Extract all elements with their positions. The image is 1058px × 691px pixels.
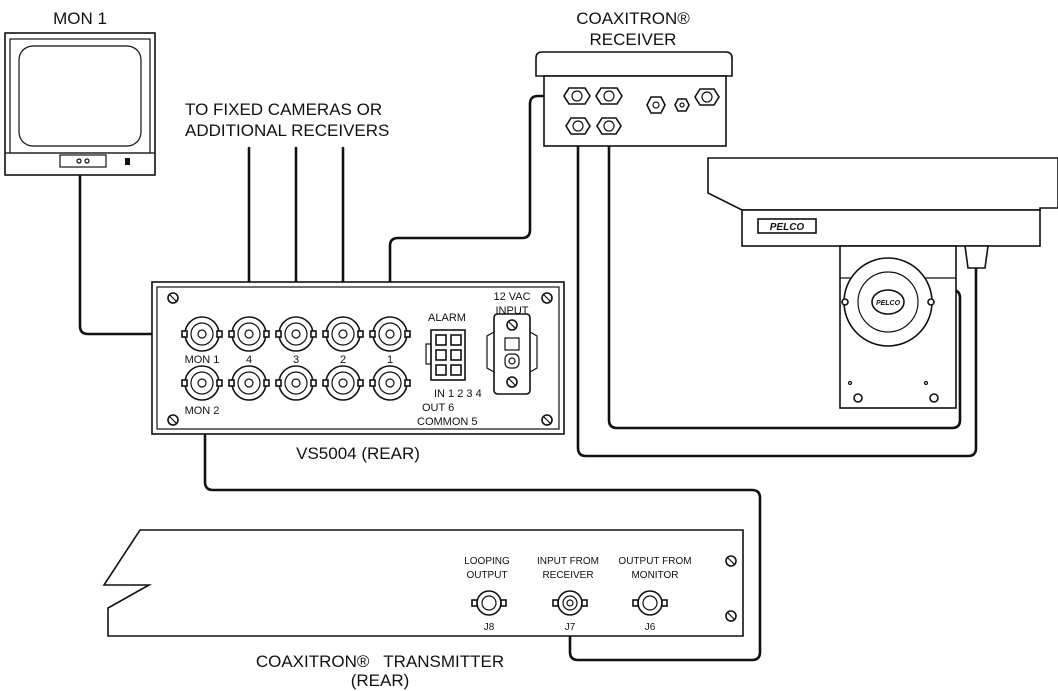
pelco-dome-label: PELCO [876,300,901,307]
alarm-out-label: OUT 6 [422,402,454,414]
cameras-label-line2: ADDITIONAL RECEIVERS [185,121,389,140]
screw [725,610,737,622]
receiver-fitting [674,98,690,112]
pelco-plate [757,218,817,234]
transmitter-panel [102,529,744,637]
input-label-line1: INPUT FROM [537,556,599,567]
monitor-label: MON 1 [53,9,107,28]
pelco-dome-badge [871,289,905,315]
receiver-fitting [565,117,591,135]
bnc-jack-loop-1 [369,365,411,401]
bnc-jack-loop-2 [322,365,364,401]
screw [929,393,939,403]
monitor-knob [76,158,82,164]
monitor: MON 1 [4,9,156,176]
receiver-fitting [563,87,591,105]
jack-label-j8: J8 [484,622,495,633]
receiver-fitting [646,96,666,114]
screw [167,292,179,304]
monitor-case [4,32,156,176]
alarm-connector [425,329,466,381]
bnc-jack-input-4 [228,316,270,352]
camera-housing: PELCO PELCO [707,157,1058,409]
cable-mon2-to-transmitter [203,384,762,662]
screw [541,292,553,304]
looping-label-line1: LOOPING [464,556,510,567]
housing-stem [964,245,989,269]
receiver-fitting [596,117,622,135]
bnc-jack-loop-4 [228,365,270,401]
screw [541,414,553,426]
bnc-jack-input-1 [369,316,411,352]
monitor-screen [18,45,142,147]
vs5004-panel: MON 1 4 3 2 1 MON 2 ALARM IN 1 2 3 4 OUT… [151,281,565,463]
screw [725,555,737,567]
power-connector [486,313,538,395]
receiver-lid [535,51,733,77]
transmitter-title-line1: COAXITRON® TRANSMITTER [256,652,504,671]
alarm-in-label: IN 1 2 3 4 [434,388,482,400]
alarm-label: ALARM [428,312,466,324]
jack-label-j7: J7 [565,622,576,633]
cables [78,94,978,662]
coaxitron-receiver: COAXITRON® RECEIVER [535,9,733,147]
jack-label-2: 2 [340,354,346,366]
bnc-jack-mon2 [181,365,223,401]
looping-label-line2: OUTPUT [466,570,507,581]
jack-label-1: 1 [387,354,393,366]
cable-mon1 [78,174,198,336]
vs5004-inner [156,286,560,430]
bnc-jack-j8 [471,590,507,616]
cable-receiver-to-camera-a [576,130,978,458]
bnc-jack-j7 [552,590,588,616]
input-label-line2: RECEIVER [542,570,593,581]
transmitter-title-line2: (REAR) [351,671,410,690]
jack-label-mon2: MON 2 [185,405,220,417]
screw [853,393,863,403]
output-label-line1: OUTPUT FROM [618,556,691,567]
vs5004-title: VS5004 (REAR) [296,444,420,463]
bnc-jack-input-2 [322,316,364,352]
bnc-jack-j6 [632,590,668,616]
receiver-fitting [595,87,623,105]
receiver-label-line1: COAXITRON® [576,9,690,28]
monitor-control-panel [59,154,107,168]
bnc-jack-input-3 [275,316,317,352]
pelco-plate-label: PELCO [770,222,805,233]
output-label-line2: MONITOR [631,570,678,581]
housing-top [707,157,1058,211]
monitor-knob [84,158,90,164]
monitor-power-switch [125,158,130,165]
receiver-body [543,75,727,147]
bnc-jack-loop-3 [275,365,317,401]
vac-label-line1: 12 VAC [493,291,530,303]
bnc-jack-mon1 [181,316,223,352]
cable-input-1-to-receiver [388,94,574,320]
receiver-label-line2: RECEIVER [590,30,677,49]
jack-label-mon1: MON 1 [185,354,220,366]
screw [167,414,179,426]
jack-label-3: 3 [293,354,299,366]
cable-receiver-to-camera-b [607,130,962,430]
alarm-common-label: COMMON 5 [417,416,478,428]
receiver-fitting [694,88,720,106]
jack-label-j6: J6 [645,622,656,633]
coaxitron-transmitter: LOOPING OUTPUT INPUT FROM RECEIVER OUTPU… [102,529,744,690]
jack-label-4: 4 [246,354,252,366]
cameras-label-line1: TO FIXED CAMERAS OR [185,100,382,119]
